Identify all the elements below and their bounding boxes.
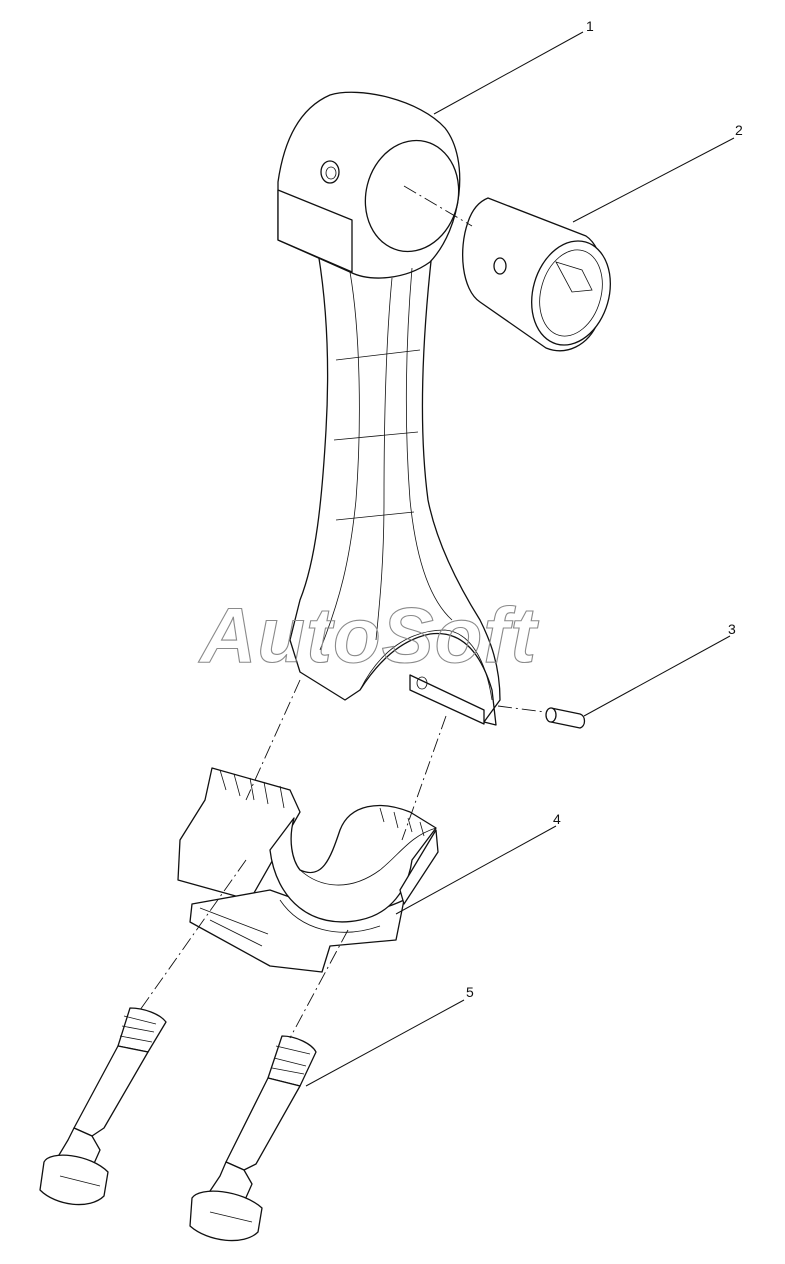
callout-5: 5: [466, 984, 474, 1000]
dowel-pin: [545, 707, 586, 729]
leader-lines: [305, 31, 735, 1087]
connecting-rod-bolt-right: [189, 1035, 317, 1242]
callout-4: 4: [553, 811, 561, 827]
bearing-cap: [177, 767, 439, 973]
callout-2: 2: [735, 122, 743, 138]
callouts: 1 2 3 4 5: [466, 18, 743, 1000]
callout-3: 3: [728, 621, 736, 637]
assembly-axes: [139, 185, 546, 1039]
connecting-rod: [277, 91, 501, 726]
connecting-rod-bolt-left: [39, 1007, 167, 1206]
watermark: AutoSoft: [198, 591, 539, 679]
piston-pin-bushing: [462, 197, 611, 352]
callout-1: 1: [586, 18, 594, 34]
